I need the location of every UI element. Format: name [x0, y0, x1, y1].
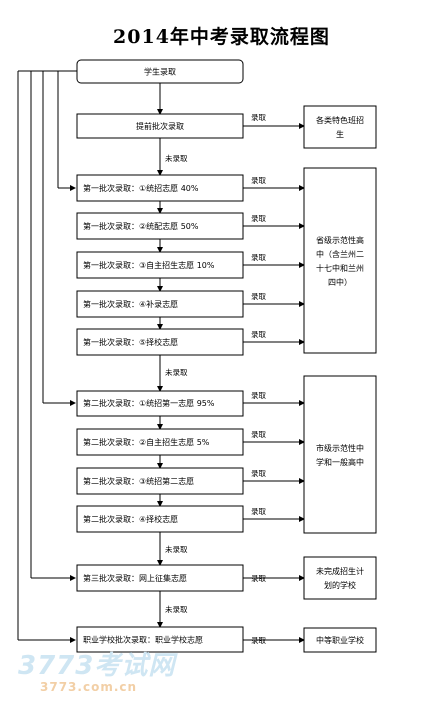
- result-provincial-line4: 四中）: [328, 277, 352, 287]
- edge-label-admitted: 录取: [251, 292, 266, 301]
- edge-label-admitted: 录取: [251, 469, 266, 478]
- node-start: 学生录取: [76, 59, 244, 84]
- node-batch1-1-label: 第一批次录取：①统招志愿 40%: [83, 183, 199, 193]
- node-batch1-5-label: 第一批次录取：⑤择校志愿: [83, 337, 178, 347]
- node-batch1-4-label: 第一批次录取：④补录志愿: [83, 299, 178, 309]
- edge-label-not-admitted: 未录取: [165, 604, 188, 614]
- result-city-schools: 市级示范性中 学和一般高中: [303, 375, 377, 534]
- node-batch2-2-label: 第二批次录取：②自主招生志愿 5%: [83, 437, 210, 447]
- result-special-line1: 各类特色班招: [316, 115, 364, 125]
- edge-label-admitted: 录取: [251, 391, 266, 400]
- edge-label-admitted: 录取: [251, 574, 266, 583]
- edge-label-not-admitted: 未录取: [165, 153, 188, 163]
- result-unfilled-schools: 未完成招生计 划的学校: [303, 556, 377, 600]
- watermark-logo: 3773考试网: [18, 651, 176, 681]
- edge-label-not-admitted: 未录取: [165, 367, 188, 377]
- edge-label-admitted: 录取: [251, 214, 266, 223]
- edge-label-admitted: 录取: [251, 330, 266, 339]
- result-provincial-line3: 十七中和兰州: [316, 263, 364, 273]
- node-batch2-1: 第二批次录取：①统招第一志愿 95%: [76, 390, 244, 417]
- edge-label-admitted: 录取: [251, 176, 266, 185]
- node-batch1-2-label: 第一批次录取：②统配志愿 50%: [83, 221, 199, 231]
- node-batch1-1: 第一批次录取：①统招志愿 40%: [76, 174, 244, 202]
- admitted-arrows: [243, 123, 305, 643]
- edge-label-admitted: 录取: [251, 430, 266, 439]
- node-vocational-label: 职业学校批次录取：职业学校志愿: [83, 635, 203, 645]
- node-batch1-3: 第一批次录取：③自主招生志愿 10%: [76, 251, 244, 279]
- result-provincial-schools: 省级示范性高 中（含兰州二 十七中和兰州 四中）: [303, 167, 377, 354]
- node-batch2-4-label: 第二批次录取：④择校志愿: [83, 514, 178, 524]
- edge-label-admitted: 录取: [251, 507, 266, 516]
- node-batch1-3-label: 第一批次录取：③自主招生志愿 10%: [83, 260, 215, 270]
- admitted-labels: 录取 录取 录取 录取 录取 录取 录取 录取 录取 录取 录取 录取: [251, 113, 266, 645]
- node-early: 提前批次录取: [76, 113, 244, 139]
- result-special-classes: 各类特色班招 生: [303, 105, 377, 149]
- node-start-label: 学生录取: [144, 67, 176, 77]
- node-batch2-4: 第二批次录取：④择校志愿: [76, 505, 244, 533]
- bypass-lines: [17, 70, 77, 643]
- node-vocational: 职业学校批次录取：职业学校志愿: [76, 626, 244, 653]
- edge-label-not-admitted: 未录取: [165, 544, 188, 554]
- result-secondary-vocational: 中等职业学校: [303, 627, 377, 653]
- node-batch3: 第三批次录取：网上征集志愿: [76, 564, 244, 592]
- node-batch2-3-label: 第二批次录取：③统招第二志愿: [83, 476, 194, 486]
- node-batch2-1-label: 第二批次录取：①统招第一志愿 95%: [83, 398, 215, 408]
- node-batch1-2: 第一批次录取：②统配志愿 50%: [76, 212, 244, 240]
- result-secondary-vocational-line1: 中等职业学校: [316, 635, 364, 645]
- node-batch2-2: 第二批次录取：②自主招生志愿 5%: [76, 428, 244, 456]
- node-batch3-label: 第三批次录取：网上征集志愿: [83, 573, 187, 583]
- node-early-label: 提前批次录取: [136, 121, 184, 131]
- node-batch1-4: 第一批次录取：④补录志愿: [76, 290, 244, 318]
- node-batch2-3: 第二批次录取：③统招第二志愿: [76, 467, 244, 495]
- edge-label-admitted: 录取: [251, 636, 266, 645]
- result-city-line2: 学和一般高中: [316, 457, 364, 467]
- node-batch1-5: 第一批次录取：⑤择校志愿: [76, 328, 244, 356]
- result-provincial-line1: 省级示范性高: [316, 235, 364, 245]
- watermark-url: 3773.com.cn: [40, 680, 138, 694]
- result-unfilled-line1: 未完成招生计: [316, 566, 364, 576]
- not-admitted-labels: 未录取 未录取 未录取 未录取: [165, 153, 188, 614]
- result-provincial-line2: 中（含兰州二: [316, 249, 364, 259]
- edge-label-admitted: 录取: [251, 113, 266, 122]
- edge-label-admitted: 录取: [251, 253, 266, 262]
- result-unfilled-line2: 划的学校: [324, 580, 356, 590]
- result-city-line1: 市级示范性中: [316, 443, 364, 453]
- page-title: 2014年中考录取流程图: [113, 26, 330, 48]
- result-special-line2: 生: [336, 129, 344, 139]
